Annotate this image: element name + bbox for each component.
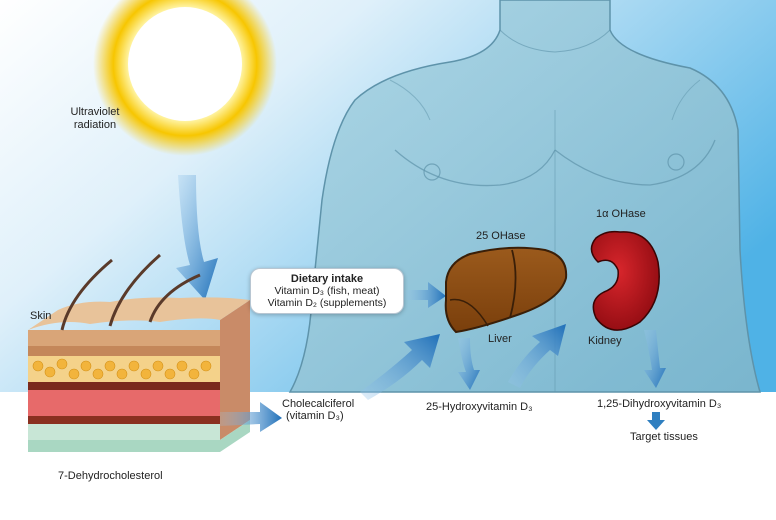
25-hydroxy-to-kidney-arrow [508,324,566,388]
uv-label: Ultraviolet radiation [70,106,120,131]
skin-cross-section [28,253,250,452]
cholecalciferol-label: Cholecalciferol [282,398,355,410]
cholecalciferol-sub-label: (vitamin D₃) [286,410,344,422]
kidney-label: Kidney [588,335,622,347]
target-tissues-label: Target tissues [630,431,698,443]
skin-to-cholecalciferol-arrow [220,402,282,432]
dehydrocholesterol-label: 7-Dehydrocholesterol [58,470,163,482]
dietary-d3-label: Vitamin D₃ (fish, meat) [274,285,380,297]
liver-organ [444,246,568,334]
sun-icon [93,0,277,156]
liver-label: Liver [488,333,512,345]
25-hydroxyvitamin-label: 25-Hydroxyvitamin D₃ [426,401,533,413]
dihydroxyvitamin-label: 1,25-Dihydroxyvitamin D₃ [597,398,722,410]
25-ohase-label: 25 OHase [476,230,526,242]
dietary-d2-label: Vitamin D₂ (supplements) [267,297,387,309]
1a-ohase-label: 1α OHase [596,208,646,220]
skin-label: Skin [30,310,52,322]
liver-to-25-hydroxy-arrow [458,338,480,390]
dietary-intake-title: Dietary intake [290,273,364,285]
cholecalciferol-to-liver-arrow [360,334,440,400]
kidney-to-dihydroxy-arrow [644,330,666,388]
dietary-to-liver-arrow [404,282,446,308]
dietary-intake-box: Dietary intake Vitamin D₃ (fish, meat) V… [250,268,404,314]
uv-arrow [176,175,218,300]
target-tissues-arrow [647,412,665,430]
kidney-organ [590,230,660,331]
